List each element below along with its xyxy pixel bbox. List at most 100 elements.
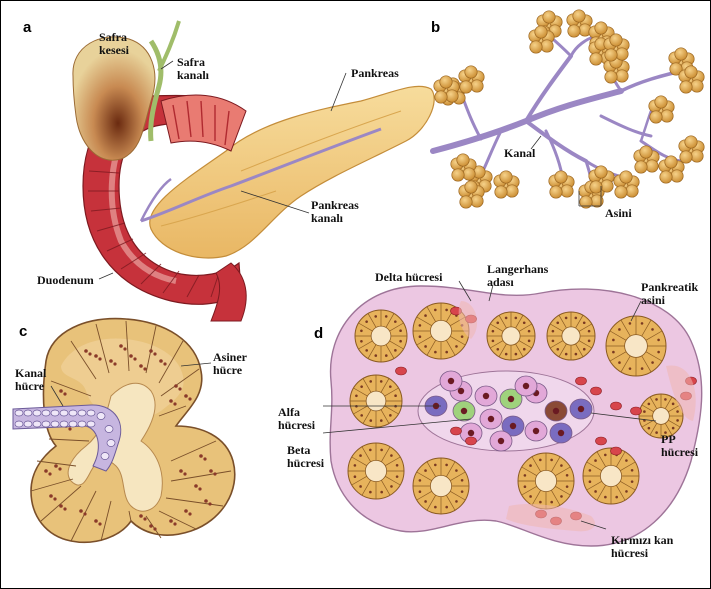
duct-cell bbox=[69, 410, 77, 416]
duct-cell bbox=[107, 440, 115, 447]
acinus-rosette bbox=[413, 458, 469, 514]
acinus-cluster bbox=[589, 166, 614, 193]
granule bbox=[184, 509, 188, 513]
granule bbox=[58, 467, 61, 470]
panel-letter-d: d bbox=[314, 325, 323, 342]
duct-cell bbox=[51, 421, 59, 427]
granule bbox=[44, 469, 48, 473]
label-pancreatic-acini: Pankreatik asini bbox=[641, 281, 698, 307]
granule bbox=[123, 347, 126, 350]
granule bbox=[54, 464, 58, 468]
red-blood-cell bbox=[596, 437, 607, 445]
acinus-rosette bbox=[606, 316, 666, 376]
red-blood-cell bbox=[466, 437, 477, 445]
label-delta-cell: Delta hücresi bbox=[375, 271, 442, 284]
duct-cell bbox=[69, 421, 77, 427]
granule bbox=[94, 354, 98, 358]
duct-cell bbox=[51, 410, 59, 416]
label-acinar-cell: Asiner hücre bbox=[213, 351, 247, 377]
label-bile-duct: Safra kanalı bbox=[177, 56, 209, 82]
acinus-rosette bbox=[355, 310, 407, 362]
label-gallbladder: Safra kesesi bbox=[99, 31, 129, 57]
granule bbox=[208, 502, 211, 505]
acinus-cluster bbox=[614, 171, 639, 198]
acinus-cluster bbox=[549, 171, 574, 198]
beta-cell bbox=[515, 376, 537, 396]
label-pancreatic-duct: Pankreas kanalı bbox=[311, 199, 359, 225]
granule bbox=[209, 469, 213, 473]
granule bbox=[178, 387, 181, 390]
beta-cell bbox=[490, 431, 512, 451]
label-pp-cell: PP hücresi bbox=[661, 433, 698, 459]
panel-letter-a: a bbox=[23, 19, 31, 36]
granule bbox=[199, 454, 203, 458]
granule bbox=[63, 507, 66, 510]
granule bbox=[139, 364, 143, 368]
granule bbox=[109, 359, 113, 363]
granule bbox=[139, 514, 143, 518]
granule bbox=[49, 494, 53, 498]
granule bbox=[119, 344, 123, 348]
red-blood-cell bbox=[611, 402, 622, 410]
granule bbox=[83, 512, 86, 515]
panel-d-islet bbox=[330, 286, 702, 546]
acinus-cluster bbox=[679, 66, 704, 93]
granule bbox=[79, 509, 83, 513]
beta-cell bbox=[480, 409, 502, 429]
beta-cell bbox=[475, 386, 497, 406]
duct-cell bbox=[105, 426, 113, 433]
red-blood-cell bbox=[611, 447, 622, 455]
red-blood-cell bbox=[591, 387, 602, 395]
granule bbox=[183, 472, 186, 475]
duct-cell bbox=[15, 410, 23, 416]
duct-cell bbox=[42, 421, 50, 427]
acinus-cluster bbox=[649, 96, 674, 123]
duct-cell bbox=[78, 421, 86, 427]
red-blood-cell bbox=[451, 427, 462, 435]
granule bbox=[143, 517, 146, 520]
red-blood-cell bbox=[576, 377, 587, 385]
panel-b-acini bbox=[434, 10, 704, 208]
acinus-cluster bbox=[451, 154, 476, 181]
granule bbox=[94, 519, 98, 523]
panel-letter-b: b bbox=[431, 19, 440, 36]
granule bbox=[173, 522, 176, 525]
delta-cell bbox=[570, 399, 592, 419]
granule bbox=[68, 427, 71, 430]
granule bbox=[143, 367, 146, 370]
granule bbox=[163, 362, 166, 365]
duct-cell bbox=[24, 421, 32, 427]
label-acini: Asini bbox=[605, 207, 632, 220]
granule bbox=[153, 527, 156, 530]
duct-cell bbox=[87, 410, 95, 416]
label-pancreas: Pankreas bbox=[351, 67, 399, 80]
red-blood-cell bbox=[631, 407, 642, 415]
label-alpha-cell: Alfa hücresi bbox=[278, 406, 315, 432]
granule bbox=[173, 402, 176, 405]
acinus-rosette bbox=[547, 312, 595, 360]
granule bbox=[98, 357, 101, 360]
granule bbox=[98, 522, 101, 525]
acinus-rosette bbox=[350, 375, 402, 427]
alpha-cell bbox=[453, 401, 475, 421]
granule bbox=[149, 349, 153, 353]
granule bbox=[59, 389, 63, 393]
duct-cell bbox=[78, 410, 86, 416]
acinus-cluster bbox=[604, 34, 629, 61]
duct-cell bbox=[24, 410, 32, 416]
label-red-blood-cell: Kırmızı kan hücresi bbox=[611, 534, 673, 560]
duct-cell bbox=[15, 421, 23, 427]
granule bbox=[184, 394, 188, 398]
granule bbox=[63, 392, 66, 395]
granule bbox=[88, 352, 91, 355]
acinus-cluster bbox=[494, 171, 519, 198]
granule bbox=[48, 472, 51, 475]
acinus-rosette bbox=[583, 448, 639, 504]
granule bbox=[169, 519, 173, 523]
label-duct-cell: Kanal hücre bbox=[15, 367, 46, 393]
granule bbox=[129, 354, 133, 358]
granule bbox=[153, 352, 156, 355]
label-beta-cell: Beta hücresi bbox=[287, 444, 324, 470]
